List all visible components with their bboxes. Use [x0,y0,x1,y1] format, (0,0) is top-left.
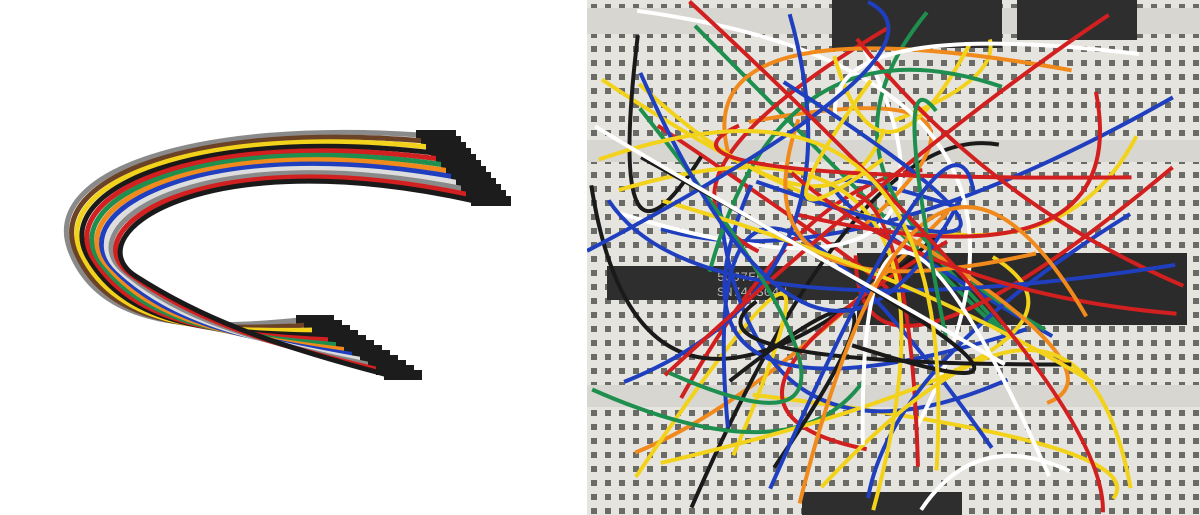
breadboard-wire [594,124,1006,366]
breadboard-wire [636,8,973,429]
wire-connector [456,178,496,188]
breadboard-wire [634,291,789,479]
wire-connector [461,184,501,194]
breadboard-wire [875,11,1047,332]
wire-connector [471,196,511,206]
breadboard-wire [919,453,1071,511]
wire-connector [421,136,461,146]
breadboard-wire [598,128,941,471]
breadboard-wire [637,82,887,189]
breadboard-wire [912,97,949,341]
breadboard-wire [819,347,1133,489]
breadboard-wire [663,13,1110,377]
breadboard-wire [866,212,1132,499]
breadboard: 5CJ7EFK SN74LS04N [587,0,1200,515]
breadboard-wire [738,299,1072,367]
wire-connector [436,154,476,164]
breadboard-wire [797,91,1102,239]
breadboard-wire [780,239,949,452]
breadboard-wire [797,205,1088,504]
wire-connector [384,370,422,380]
wire-connector [446,166,486,176]
breadboard-wire [721,226,994,449]
wire-connector [431,148,471,158]
breadboard-photo: 5CJ7EFK SN74LS04N [587,0,1200,515]
jumper-wires-photo [0,0,585,515]
breadboard-wire [627,34,703,214]
breadboard-wire [591,379,866,435]
breadboard-wire [722,46,1072,153]
breadboard-wires [587,0,1185,513]
breadboard-wire [606,199,1176,293]
wire-connector [416,130,456,140]
breadboard-wire [638,107,804,405]
wire-connector [466,190,506,200]
breadboard-wire [804,79,885,202]
breadboard-wire [714,123,1132,180]
breadboard-wire [768,163,976,490]
wire-connector [426,142,466,152]
breadboard-wire [618,165,904,511]
breadboard-wire [662,199,1095,385]
wire-connector [451,172,491,182]
jumper-wire [117,178,476,378]
breadboard-wire [587,0,891,253]
jumper-wires-bundle [63,129,511,380]
wire-connector [441,160,481,170]
breadboard-wire [855,37,1185,288]
breadboard-wire [688,0,1105,513]
breadboard-wire [755,80,963,234]
breadboard-wire [855,192,920,467]
